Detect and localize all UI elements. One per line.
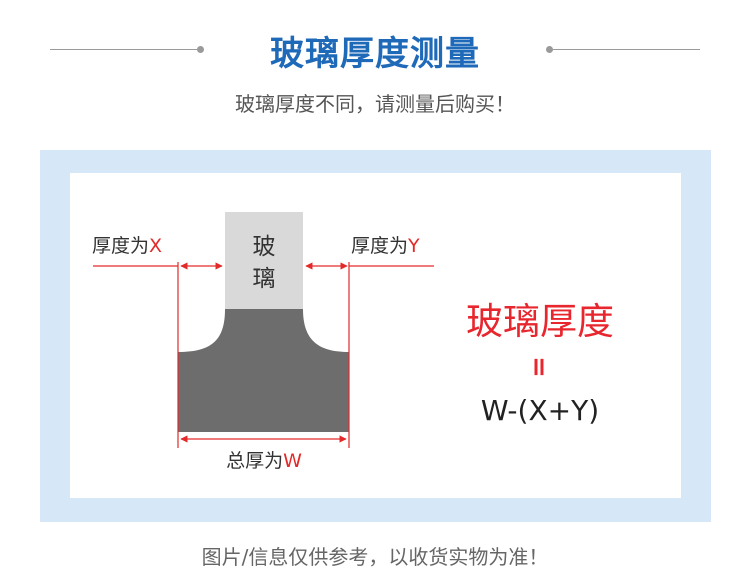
y-thickness-text: 厚度为	[351, 235, 408, 257]
page-subtitle: 玻璃厚度不同，请测量后购买！	[235, 92, 515, 116]
x-thickness-text: 厚度为	[92, 235, 149, 257]
total-thickness-label: 总厚为W	[226, 450, 302, 472]
x-thickness-var: X	[149, 235, 162, 257]
total-thickness-var: W	[283, 450, 302, 472]
formula-expression: W-(X+Y)	[481, 394, 599, 427]
x-thickness-label: 厚度为X	[92, 235, 162, 257]
header-dot-left	[197, 46, 204, 53]
frame-profile	[178, 309, 349, 432]
total-thickness-text: 总厚为	[226, 450, 283, 472]
glass-label-bottom: 璃	[253, 266, 276, 292]
glass-label-top: 玻	[253, 234, 276, 260]
y-thickness-label: 厚度为Y	[351, 235, 420, 257]
header-line-right	[550, 49, 700, 50]
y-thickness-var: Y	[407, 235, 420, 257]
glass-pane	[225, 212, 303, 309]
formula-equals: =	[524, 356, 554, 378]
diagram-card	[70, 173, 681, 498]
page-title: 玻璃厚度测量	[270, 34, 480, 74]
header-dot-right	[546, 46, 553, 53]
footer-note: 图片/信息仅供参考，以收货实物为准！	[201, 545, 549, 569]
header-line-left	[50, 49, 200, 50]
formula-result: 玻璃厚度	[466, 300, 614, 343]
